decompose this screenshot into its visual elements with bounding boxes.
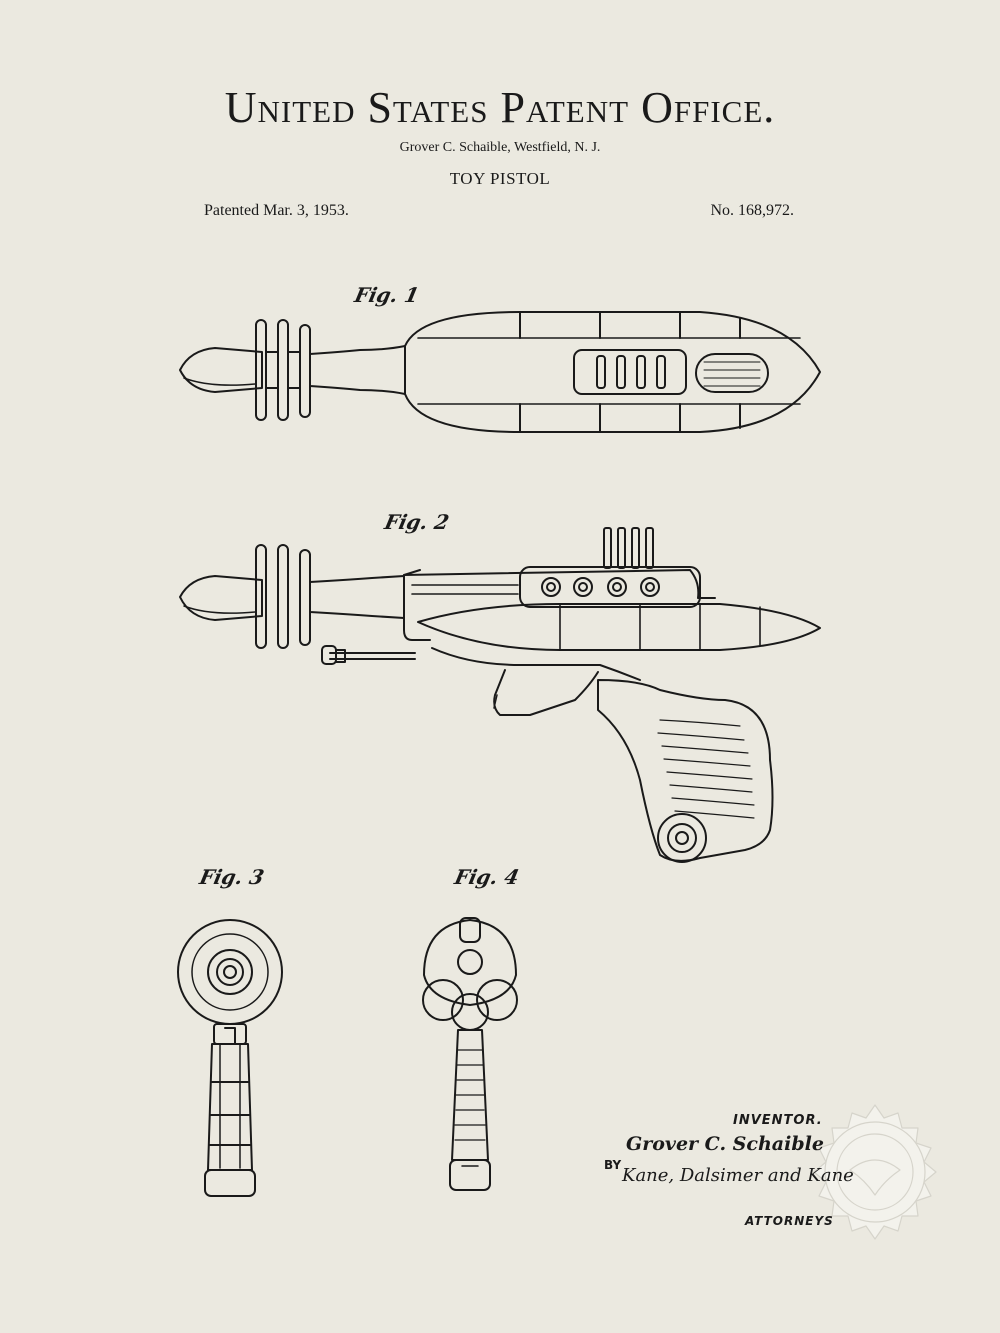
patent-number: No. 168,972. bbox=[710, 202, 794, 219]
fig-3-drawing bbox=[177, 919, 283, 1197]
invention-title: TOY PISTOL bbox=[449, 169, 551, 188]
fig-1-drawing bbox=[179, 311, 821, 433]
attorneys-role-label: ATTORNEYS bbox=[745, 1214, 834, 1228]
patent-date: Patented Mar. 3, 1953. bbox=[204, 202, 349, 219]
page-title: United States Patent Office. bbox=[224, 83, 776, 132]
by-label: BY bbox=[604, 1158, 622, 1172]
inventor-line: Grover C. Schaible, Westfield, N. J. bbox=[399, 140, 601, 155]
inventor-name-signature: Grover C. Schaible bbox=[626, 1133, 824, 1155]
fig-4-drawing bbox=[422, 917, 518, 1191]
fig-2-drawing bbox=[179, 527, 821, 863]
attorneys-signature: Kane, Dalsimer and Kane bbox=[622, 1165, 854, 1186]
inventor-role-label: INVENTOR. bbox=[733, 1113, 823, 1128]
patent-seal bbox=[813, 1104, 937, 1240]
